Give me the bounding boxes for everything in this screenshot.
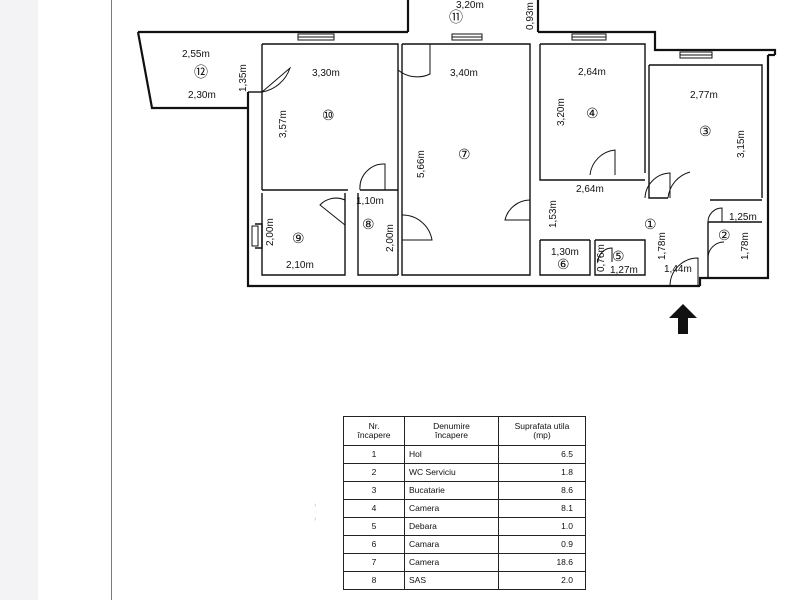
dim-label: 2,30m (188, 90, 216, 101)
dim-label: 0,76m (596, 244, 607, 272)
dim-label: 3,20m (456, 0, 484, 11)
header-name: Denumire încapere (404, 416, 499, 446)
dim-label: 2,00m (385, 224, 396, 252)
dim-label: 2,10m (286, 260, 314, 271)
cell-nr: 5 (343, 517, 405, 536)
header-nr: Nr. încapere (343, 416, 405, 446)
table-row: 1 Hol 6.5 (343, 445, 586, 464)
cell-nr: 6 (343, 535, 405, 554)
cell-area: 1.8 (498, 463, 586, 482)
cell-name: Camara (404, 535, 499, 554)
dim-label: 2,00m (265, 218, 276, 246)
room-number: ⑥ (557, 256, 570, 272)
table-row: 6 Camara 0.9 (343, 535, 586, 554)
room-number: ③ (699, 123, 712, 139)
dim-label: 3,20m (556, 98, 567, 126)
dim-label: 1,25m (729, 212, 757, 223)
room-number: ④ (586, 105, 599, 121)
scan-mark: › (314, 502, 317, 509)
dim-label: 1,78m (740, 232, 751, 260)
cell-area: 0.9 (498, 535, 586, 554)
cell-name: SAS (404, 571, 499, 590)
dim-label: 1,53m (548, 200, 559, 228)
dim-label: 1,27m (610, 265, 638, 276)
dim-label: 0,93m (525, 2, 536, 30)
cell-area: 1.0 (498, 517, 586, 536)
interior-walls (248, 43, 763, 278)
room-number: ⑦ (458, 146, 471, 162)
scan-mark: › (314, 516, 317, 523)
room-number: ⑪ (449, 9, 463, 25)
dim-label: 3,57m (278, 110, 289, 138)
room-number: ⑫ (194, 64, 208, 80)
table-row: 7 Camera 18.6 (343, 553, 586, 572)
floor-plan: 3,20m 0,93m 2,55m 1,35m 2,30m 3,30m 3,40… (136, 0, 777, 334)
header-area: Suprafata utila (mp) (498, 416, 586, 446)
table-row: 5 Debara 1.0 (343, 517, 586, 536)
table-row: 4 Camera 8.1 (343, 499, 586, 518)
dim-label: 1,78m (657, 232, 668, 260)
cell-name: Hol (404, 445, 499, 464)
cell-name: Camera (404, 553, 499, 572)
left-gutter (0, 0, 38, 600)
rooms-table: Nr. încapere Denumire încapere Suprafata… (343, 416, 586, 590)
cell-name: Camera (404, 499, 499, 518)
cell-nr: 4 (343, 499, 405, 518)
cell-area: 8.1 (498, 499, 586, 518)
margin-line (111, 0, 112, 600)
cell-name: Bucatarie (404, 481, 499, 500)
room-numbers: ① ② ③ ④ ⑤ ⑥ ⑦ ⑧ ⑨ ⑩ ⑪ ⑫ (194, 9, 731, 272)
windows (251, 33, 713, 247)
table-row: 3 Bucatarie 8.6 (343, 481, 586, 500)
cell-area: 8.6 (498, 481, 586, 500)
dim-label: 3,40m (450, 68, 478, 79)
dimension-labels: 3,20m 0,93m 2,55m 1,35m 2,30m 3,30m 3,40… (182, 0, 757, 276)
room-number: ① (644, 216, 657, 232)
cell-nr: 8 (343, 571, 405, 590)
table-row: 2 WC Serviciu 1.8 (343, 463, 586, 482)
walls (136, 0, 777, 288)
cell-nr: 1 (343, 445, 405, 464)
cell-nr: 7 (343, 553, 405, 572)
cell-nr: 3 (343, 481, 405, 500)
table-row: 8 SAS 2.0 (343, 571, 586, 590)
dim-label: 2,77m (690, 90, 718, 101)
room-number: ⑨ (292, 230, 305, 246)
dim-label: 5,66m (416, 150, 427, 178)
cell-area: 18.6 (498, 553, 586, 572)
table-header-row: Nr. încapere Denumire încapere Suprafata… (343, 416, 586, 446)
cell-name: Debara (404, 517, 499, 536)
dim-label: 2,55m (182, 49, 210, 60)
cell-name: WC Serviciu (404, 463, 499, 482)
dim-label: 3,30m (312, 68, 340, 79)
dim-label: 1,44m (664, 264, 692, 275)
room-number: ⑤ (612, 248, 625, 264)
doors (261, 44, 725, 287)
dim-label: 1,30m (551, 247, 579, 258)
dim-label: 1,35m (238, 64, 249, 92)
dim-label: 2,64m (578, 67, 606, 78)
cell-nr: 2 (343, 463, 405, 482)
entrance-arrow (669, 304, 697, 334)
dim-label: 3,15m (736, 130, 747, 158)
cell-area: 6.5 (498, 445, 586, 464)
room-number: ⑩ (322, 107, 335, 123)
cell-area: 2.0 (498, 571, 586, 590)
room-number: ② (718, 227, 731, 243)
room-number: ⑧ (362, 216, 375, 232)
dim-label: 2,64m (576, 184, 604, 195)
dim-label: 1,10m (356, 196, 384, 207)
